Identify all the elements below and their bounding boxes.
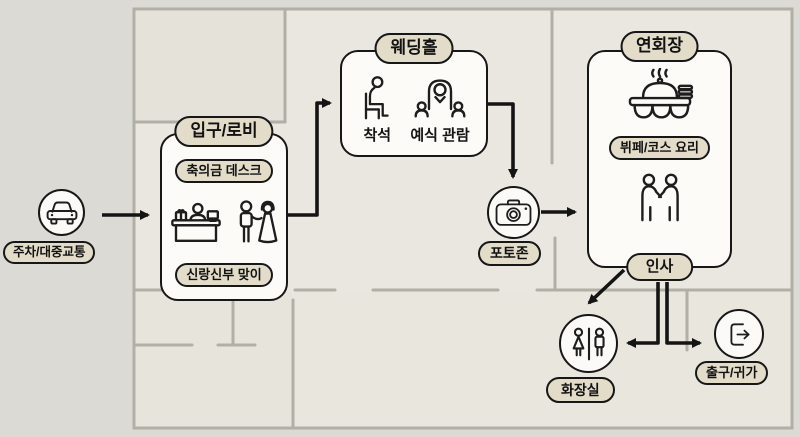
restroom-icon — [572, 327, 605, 360]
exit-label: 출구/귀가 — [695, 361, 769, 386]
car-icon — [46, 201, 77, 225]
parking-node — [38, 189, 85, 236]
photo-zone-label: 포토존 — [478, 241, 541, 267]
seated-guest-icon — [365, 76, 390, 120]
wedding-hall-node: 웨딩홀 착석 — [340, 33, 488, 157]
bride-groom-icon — [239, 200, 277, 244]
banquet-title: 연회장 — [620, 31, 699, 62]
wedding-hall-title: 웨딩홀 — [374, 33, 454, 64]
seating-label: 착석 — [363, 127, 392, 144]
parking-label: 주차/대중교통 — [3, 241, 96, 264]
buffet-course-label: 뷔페/코스 요리 — [609, 136, 710, 161]
greeting-couple-label: 신랑신부 맞이 — [175, 262, 273, 287]
restroom-node — [559, 314, 618, 373]
arrow-branch-to-restroom — [626, 282, 660, 348]
ceremony-viewing-label: 예식 관람 — [410, 127, 470, 144]
camera-icon — [495, 199, 532, 226]
exit-door-icon — [729, 322, 750, 346]
reception-desk-icon — [170, 202, 221, 242]
handshake-icon — [640, 173, 679, 222]
buffet-icon — [628, 68, 693, 119]
restroom-label: 화장실 — [546, 377, 615, 404]
banquet-greeting-label: 인사 — [625, 252, 694, 281]
arrow-lobby-to-weddinghall — [288, 98, 332, 217]
arrow-weddinghall-to-photozone — [488, 102, 518, 179]
arrow-greeting-to-restroom — [587, 268, 626, 305]
banquet-node: 연회장 뷔페/코스 요리 인사 — [587, 31, 732, 281]
lobby-node: 입구/로비 축의금 데스크 신랑신부 — [160, 116, 288, 301]
ceremony-icon — [414, 79, 466, 118]
photo-zone-node — [487, 186, 540, 239]
lobby-title: 입구/로비 — [174, 116, 274, 147]
arrow-branch-to-exit — [665, 282, 702, 348]
gift-desk-label: 축의금 데스크 — [175, 159, 273, 184]
exit-node — [714, 309, 764, 359]
